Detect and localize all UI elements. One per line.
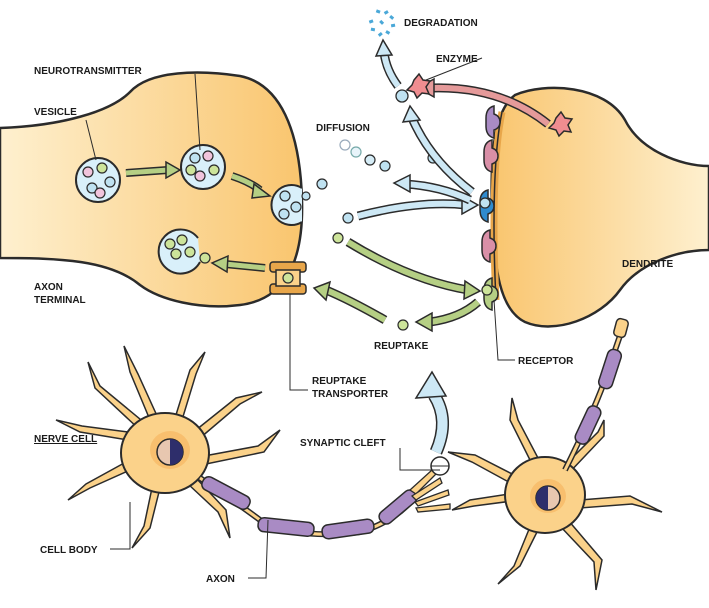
arrow-to-degradation — [374, 38, 402, 89]
label-axon: AXON — [206, 574, 235, 585]
arrow-to-enzyme — [401, 104, 475, 196]
zoom-arrow — [414, 370, 449, 455]
vesicle-1 — [75, 157, 121, 203]
leader-lines — [85, 57, 515, 579]
arrow-reuptake-in — [312, 280, 388, 324]
label-reuptake-transporter-line1: REUPTAKE — [312, 376, 367, 387]
right-neuron-axon — [562, 317, 629, 472]
receptor-pink-lower — [481, 229, 497, 263]
label-axon-terminal-line2: TERMINAL — [34, 295, 86, 306]
receptor-green-bound — [481, 277, 499, 311]
vesicle-fusing — [270, 184, 311, 226]
label-reuptake-transporter-line2: TRANSPORTER — [312, 389, 389, 400]
arrow-reuptake-out — [414, 298, 481, 333]
label-axon-terminal-line1: AXON — [34, 282, 63, 293]
label-vesicle: VESICLE — [34, 107, 77, 118]
synaptic-cleft-marker — [430, 456, 450, 476]
receptor-pink-upper — [483, 139, 499, 173]
arrow-vesicle-transport-2 — [230, 172, 272, 199]
axon-terminal-branches — [408, 469, 451, 513]
label-dendrite: DENDRITE — [622, 259, 673, 270]
arrow-green-to-receptor — [345, 238, 482, 301]
vesicle-recycled — [157, 228, 211, 275]
arrow-recycle — [210, 254, 266, 274]
enzyme-shape — [395, 72, 574, 138]
label-nerve-cell: NERVE CELL — [34, 434, 97, 445]
left-neuron-body — [120, 412, 210, 494]
arrow-diffusion — [392, 173, 472, 205]
label-reuptake: REUPTAKE — [374, 341, 429, 352]
axon-terminal — [0, 71, 304, 308]
right-neuron-body — [504, 456, 586, 534]
label-cell-body: CELL BODY — [40, 545, 98, 556]
label-diffusion: DIFFUSION — [316, 123, 370, 134]
vesicle-2 — [180, 144, 226, 190]
dendrite — [490, 86, 709, 328]
label-neurotransmitter: NEUROTRANSMITTER — [34, 66, 143, 77]
arrow-vesicle-transport-1 — [125, 160, 182, 180]
label-enzyme: ENZYME — [436, 54, 478, 65]
label-degradation: DEGRADATION — [404, 18, 478, 29]
myelin-sheaths — [201, 475, 418, 540]
label-synaptic-cleft: SYNAPTIC CLEFT — [300, 438, 386, 449]
degradation-icon — [368, 9, 396, 37]
left-neuron-dendrites — [55, 345, 281, 549]
receptor-purple-top — [485, 105, 501, 139]
diffusion-molecules — [316, 139, 439, 331]
reuptake-transporter — [269, 261, 307, 295]
label-receptor: RECEPTOR — [518, 356, 574, 367]
receptor-blue-bound — [479, 189, 495, 223]
